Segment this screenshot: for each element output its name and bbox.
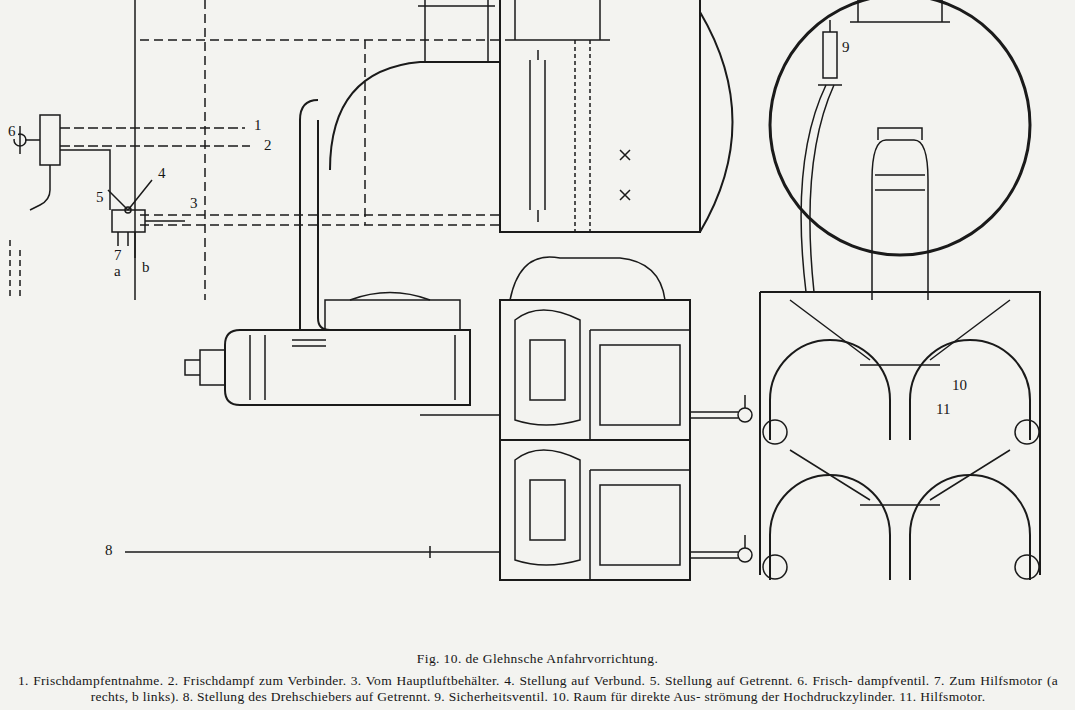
drawing-stroke	[530, 480, 565, 540]
drawing-stroke	[744, 395, 746, 408]
callout-number: a	[112, 264, 123, 279]
drawing-stroke	[330, 62, 500, 170]
drawing-stroke	[325, 300, 460, 330]
drawing-stroke	[500, 440, 690, 580]
drawing-stroke	[25, 115, 60, 165]
drawing-stroke	[763, 555, 787, 579]
drawing-stroke	[850, 0, 950, 22]
drawing-stroke	[1015, 420, 1039, 444]
drawing-stroke	[700, 12, 733, 232]
front-view	[760, 0, 1040, 580]
callout-number: 11	[934, 402, 952, 417]
drawing-stroke	[738, 408, 752, 422]
drawing-stroke	[530, 60, 545, 210]
drawing-stroke	[418, 0, 495, 62]
drawing-stroke	[790, 300, 1010, 365]
callout-number: 3	[188, 196, 200, 211]
callout-number: 8	[103, 543, 115, 558]
drawing-stroke	[505, 0, 610, 40]
drawing-stroke	[738, 548, 752, 562]
drawing-stroke	[30, 165, 50, 210]
drawing-stroke	[530, 340, 565, 400]
sectional-view	[125, 0, 752, 580]
callout-number: 4	[156, 166, 168, 181]
drawing-stroke	[292, 340, 326, 346]
drawing-stroke	[145, 220, 185, 222]
drawing-stroke	[500, 300, 690, 440]
drawing-stroke	[590, 330, 690, 440]
drawing-stroke	[125, 207, 131, 213]
drawing-stroke	[515, 310, 580, 425]
drawing-stroke	[19, 126, 21, 154]
drawing-stroke	[760, 440, 1040, 575]
drawing-stroke	[250, 335, 455, 400]
drawing-stroke	[878, 128, 922, 140]
drawing-stroke	[60, 128, 250, 146]
drawing-stroke	[350, 293, 430, 301]
drawing-stroke	[10, 240, 20, 300]
figure-caption: 1. Frischdampfentnahme. 2. Frischdampf z…	[18, 673, 1058, 705]
callout-number: 2	[262, 138, 274, 153]
drawing-stroke	[537, 50, 539, 222]
drawing-stroke	[770, 475, 1030, 580]
drawing-stroke	[690, 552, 738, 558]
drawing-stroke	[1015, 555, 1039, 579]
drawing-stroke	[515, 450, 580, 565]
callout-number: 7	[112, 248, 124, 263]
drawing-stroke	[185, 350, 225, 385]
callout-number: 6	[6, 124, 18, 139]
drawing-stroke	[205, 0, 365, 300]
callout-number: b	[140, 260, 152, 275]
drawing-stroke	[500, 0, 700, 232]
drawing-stroke	[225, 330, 470, 405]
drawing-stroke	[108, 180, 152, 210]
drawing-stroke	[872, 140, 928, 300]
callout-number: 5	[94, 190, 106, 205]
drawing-stroke	[763, 420, 787, 444]
drawing-stroke	[575, 40, 590, 232]
drawing-stroke	[300, 100, 345, 330]
drawing-stroke	[125, 546, 500, 558]
drawing-stroke	[590, 470, 690, 580]
side-view	[10, 0, 500, 405]
drawing-stroke	[818, 20, 842, 85]
drawing-stroke	[420, 412, 738, 418]
callout-number: 9	[840, 40, 852, 55]
drawing-stroke	[790, 450, 1010, 505]
callout-number: 1	[252, 118, 264, 133]
drawing-stroke	[801, 85, 834, 292]
drawing-stroke	[744, 535, 746, 548]
drawing-stroke	[140, 40, 500, 225]
drawing-stroke	[770, 0, 1030, 255]
drawing-stroke	[760, 292, 1040, 440]
drawing-stroke	[60, 150, 110, 210]
drawing-stroke	[620, 150, 630, 200]
callout-number: 10	[950, 378, 969, 393]
figure-title: Fig. 10. de Glehnsche Anfahrvorrichtung.	[0, 651, 1075, 667]
drawing-stroke	[770, 340, 1030, 440]
drawing-stroke	[510, 257, 665, 300]
drawing-stroke	[875, 175, 925, 190]
